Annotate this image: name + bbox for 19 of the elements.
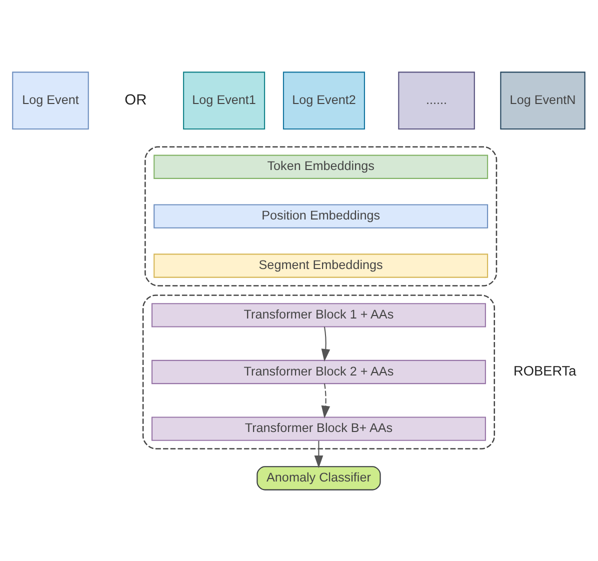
arrow [321,326,330,362]
node-box: ...... [398,71,475,130]
cluster [142,294,495,449]
node-box: Transformer Block 2 + AAs [151,359,486,384]
node-box: Log Event2 [282,71,365,130]
node-box: Anomaly Classifier [256,466,381,490]
node-box: Segment Embeddings [154,253,488,278]
arrow [321,383,330,418]
label: ROBERTa [513,363,576,378]
arrow [314,440,324,468]
label: OR [124,92,147,108]
cluster [144,146,498,286]
node-box: Log EventN [500,71,586,130]
node-box: Position Embeddings [154,204,488,228]
node-box: Transformer Block B+ AAs [151,416,486,440]
node-box: Token Embeddings [154,154,488,178]
node-box: Transformer Block 1 + AAs [151,302,486,327]
node-box: Log Event1 [183,71,266,130]
node-box: Log Event [12,71,89,130]
